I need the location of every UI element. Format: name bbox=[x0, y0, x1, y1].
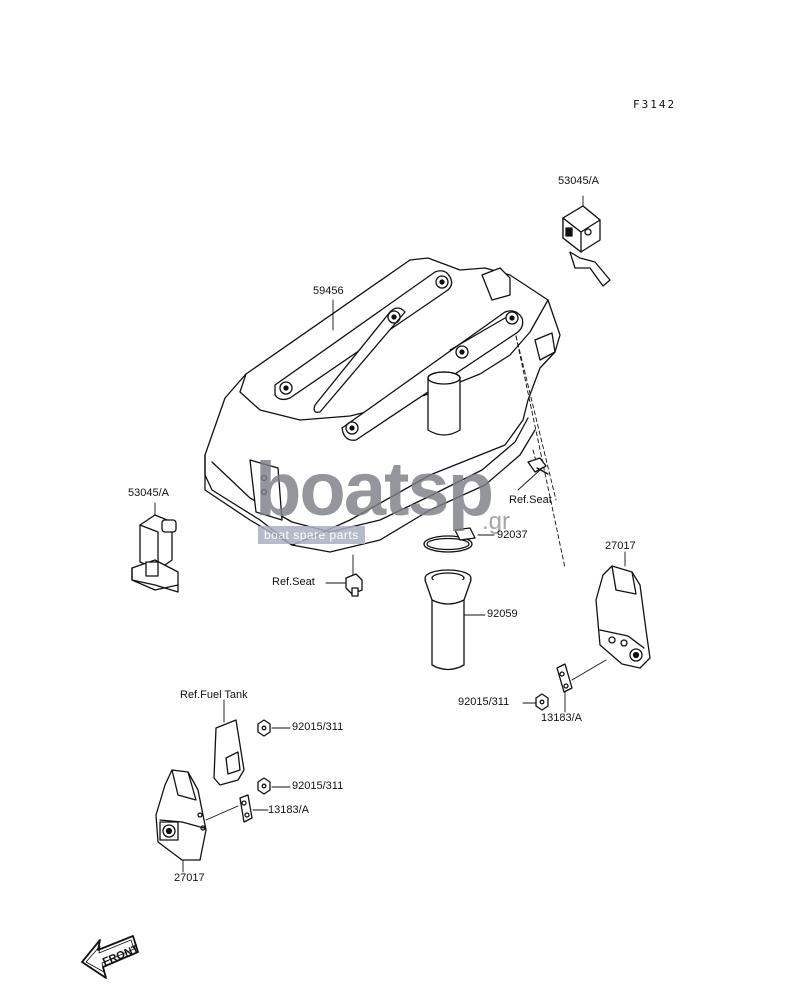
watermark-tagline: boat spare parts bbox=[258, 526, 365, 544]
latch-53045-left-part bbox=[131, 502, 179, 593]
callout-53045-left: 53045/A bbox=[128, 487, 169, 499]
callout-27017-right: 27017 bbox=[605, 540, 636, 552]
callout-59456: 59456 bbox=[313, 285, 344, 297]
callout-ref-seat-left: Ref.Seat bbox=[272, 576, 315, 588]
diagram-reference-code: F3142 bbox=[633, 98, 677, 111]
hinge-27017-left-part bbox=[155, 769, 239, 873]
callout-13183-left: 13183/A bbox=[268, 804, 309, 816]
filler-hose-92059-part bbox=[424, 569, 486, 671]
callout-ref-fuel-tank: Ref.Fuel Tank bbox=[180, 689, 248, 701]
fuel-tank-bracket-part bbox=[213, 699, 245, 786]
nut-92015-right-part bbox=[522, 693, 549, 711]
callout-ref-seat-right: Ref.Seat bbox=[509, 494, 552, 506]
plate-13183-right-part bbox=[556, 659, 607, 713]
front-arrow-icon: FRONT bbox=[81, 935, 141, 979]
callout-92015-right: 92015/311 bbox=[458, 696, 510, 708]
callout-92015-b: 92015/311 bbox=[292, 780, 344, 792]
seat-bolt-left-part bbox=[325, 554, 363, 597]
hose-clamp-92037-part bbox=[423, 527, 495, 553]
seat-pan-59456-part bbox=[204, 257, 566, 569]
watermark-brand: boatsp bbox=[255, 447, 494, 532]
callout-92059: 92059 bbox=[487, 608, 518, 620]
plate-13183-left-part bbox=[239, 794, 269, 823]
seat-bolt-right-part bbox=[517, 457, 549, 491]
callout-53045-top: 53045/A bbox=[558, 175, 599, 187]
callout-92037: 92037 bbox=[497, 529, 528, 541]
callout-13183-right: 13183/A bbox=[541, 712, 582, 724]
callout-27017-left: 27017 bbox=[174, 872, 205, 884]
watermark-suffix: .gr bbox=[482, 508, 511, 535]
hinge-27017-right-part bbox=[595, 551, 651, 669]
nut-92015-b-part bbox=[257, 777, 291, 795]
nut-92015-a-part bbox=[257, 719, 291, 737]
latch-53045-top-part bbox=[562, 195, 611, 287]
callout-92015-a: 92015/311 bbox=[292, 721, 344, 733]
